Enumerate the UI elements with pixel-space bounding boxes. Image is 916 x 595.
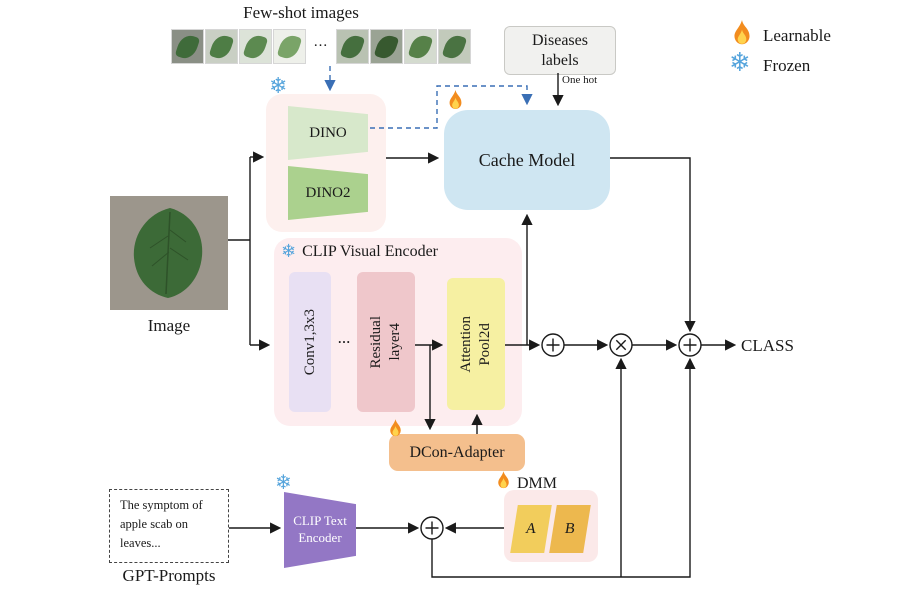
- dcon-adapter-box: DCon-Adapter: [389, 434, 525, 471]
- one-hot-label: One hot: [562, 74, 598, 86]
- few-shot-title: Few-shot images: [243, 3, 359, 22]
- flame-icon: [731, 20, 753, 48]
- attention-pool2d-block: Attention Pool2d: [458, 315, 493, 373]
- clip-visual-title: CLIP Visual Encoder: [302, 243, 438, 260]
- legend-frozen-label: Frozen: [763, 56, 811, 75]
- thumbnail-image: [404, 29, 437, 64]
- snowflake-icon: ❄: [275, 470, 292, 494]
- multiply-operator: [609, 333, 633, 357]
- encoder-ellipsis: ...: [337, 328, 351, 347]
- thumbnail-image: [336, 29, 369, 64]
- input-image: [110, 196, 228, 310]
- residual-layer4-block: Residual layer4: [368, 315, 403, 369]
- thumbnail-image: [370, 29, 403, 64]
- leaf-icon: [373, 32, 400, 61]
- flame-icon: [447, 90, 464, 112]
- diseases-labels-box: Diseases labels: [504, 26, 616, 75]
- conv1-block: Conv1,3x3: [301, 308, 318, 376]
- dmm-label: DMM: [517, 475, 558, 492]
- image-caption: Image: [147, 316, 191, 335]
- leaf-icon: [441, 32, 468, 61]
- leaf-icon: [242, 32, 269, 61]
- add-operator-2: [678, 333, 702, 357]
- leaf-icon: [208, 32, 235, 61]
- flame-icon: [388, 419, 403, 439]
- thumbnail-image: [205, 29, 238, 64]
- cache-model-box: Cache Model: [444, 110, 610, 210]
- add-operator-1: [541, 333, 565, 357]
- thumbnail-image: [171, 29, 204, 64]
- clip-text-encoder: CLIP Text Encoder: [284, 492, 356, 568]
- thumbnail-image: [273, 29, 306, 64]
- snowflake-icon: ❄: [269, 74, 288, 99]
- leaf-icon: [407, 32, 434, 61]
- dino-encoder: DINO: [288, 106, 368, 160]
- strip-ellipsis: ...: [313, 34, 329, 50]
- gpt-prompts-caption: GPT-Prompts: [122, 566, 216, 585]
- flame-icon: [496, 471, 511, 491]
- legend-learnable-label: Learnable: [763, 26, 831, 45]
- add-operator-3: [420, 516, 444, 540]
- leaf-icon: [339, 32, 366, 61]
- thumbnail-image: [438, 29, 471, 64]
- dino2-encoder: DINO2: [288, 166, 368, 220]
- leaf-icon: [276, 32, 303, 61]
- snowflake-icon: ❄: [281, 241, 297, 262]
- snowflake-icon: ❄: [729, 48, 751, 78]
- leaf-icon: [174, 32, 201, 61]
- thumbnail-image: [239, 29, 272, 64]
- class-label: CLASS: [741, 336, 794, 355]
- gpt-prompt-box: The symptom of apple scab on leaves...: [109, 489, 229, 563]
